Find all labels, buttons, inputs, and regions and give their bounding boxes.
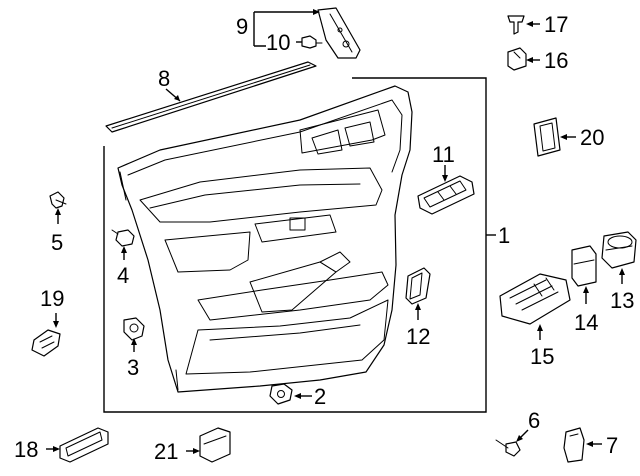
label-19: 19 bbox=[40, 286, 64, 311]
window-switch-bezel bbox=[417, 175, 475, 215]
arrow-17 bbox=[526, 21, 533, 27]
push-clip bbox=[507, 15, 525, 35]
arrow-18 bbox=[53, 446, 60, 452]
lock-switch bbox=[405, 267, 431, 305]
pull-handle-insert bbox=[59, 427, 109, 463]
arrow-7 bbox=[586, 441, 593, 447]
screw-6 bbox=[495, 439, 521, 457]
label-3: 3 bbox=[127, 355, 139, 380]
arrow-11 bbox=[442, 175, 448, 182]
arrow-2 bbox=[294, 393, 301, 399]
label-21: 21 bbox=[154, 439, 178, 464]
mirror-cover-bracket bbox=[317, 7, 361, 59]
label-7: 7 bbox=[606, 433, 618, 458]
bracket-9-10 bbox=[253, 11, 316, 47]
retainer-clip bbox=[507, 47, 527, 71]
door-trim-panel bbox=[117, 85, 413, 393]
label-5: 5 bbox=[51, 230, 63, 255]
arrow-12 bbox=[415, 303, 421, 310]
label-15: 15 bbox=[530, 344, 554, 369]
label-1: 1 bbox=[498, 223, 510, 248]
arrow-19 bbox=[53, 321, 59, 328]
arrow-6 bbox=[516, 435, 523, 442]
arrow-20 bbox=[560, 134, 567, 140]
switch-bezel bbox=[533, 117, 561, 157]
label-9: 9 bbox=[236, 14, 248, 39]
arrow-5 bbox=[55, 208, 61, 215]
master-window-switch bbox=[499, 273, 571, 325]
clip-10 bbox=[301, 35, 323, 49]
assembly-frame bbox=[103, 77, 487, 413]
label-20: 20 bbox=[580, 125, 604, 150]
label-17: 17 bbox=[544, 12, 568, 37]
arrow-15 bbox=[537, 324, 543, 331]
label-4: 4 bbox=[117, 263, 129, 288]
label-12: 12 bbox=[406, 324, 430, 349]
switch-21 bbox=[199, 427, 231, 463]
fastener-2 bbox=[269, 383, 293, 405]
label-8: 8 bbox=[158, 66, 170, 91]
bolt-4 bbox=[111, 229, 135, 247]
arrow-3 bbox=[131, 338, 137, 345]
label-14: 14 bbox=[574, 310, 598, 335]
trim-piece-7 bbox=[563, 427, 585, 463]
connector-19 bbox=[31, 329, 61, 357]
mirror-switch bbox=[601, 231, 637, 269]
label-18: 18 bbox=[14, 437, 38, 462]
arrow-8 bbox=[174, 95, 180, 101]
single-switch bbox=[571, 245, 597, 287]
label-10: 10 bbox=[266, 30, 290, 55]
arrow-14 bbox=[583, 286, 589, 293]
label-6: 6 bbox=[528, 408, 540, 433]
weatherstrip bbox=[105, 61, 317, 133]
fastener-3 bbox=[123, 317, 145, 341]
label-2: 2 bbox=[314, 384, 326, 409]
label-11: 11 bbox=[432, 142, 455, 167]
arrow-16 bbox=[526, 57, 533, 63]
arrow-13 bbox=[619, 268, 625, 275]
arrow-21 bbox=[193, 448, 200, 454]
label-13: 13 bbox=[610, 288, 634, 313]
arrow-9 bbox=[313, 9, 320, 15]
clip-5 bbox=[49, 191, 67, 209]
arrow-4 bbox=[121, 246, 127, 253]
label-16: 16 bbox=[544, 48, 568, 73]
